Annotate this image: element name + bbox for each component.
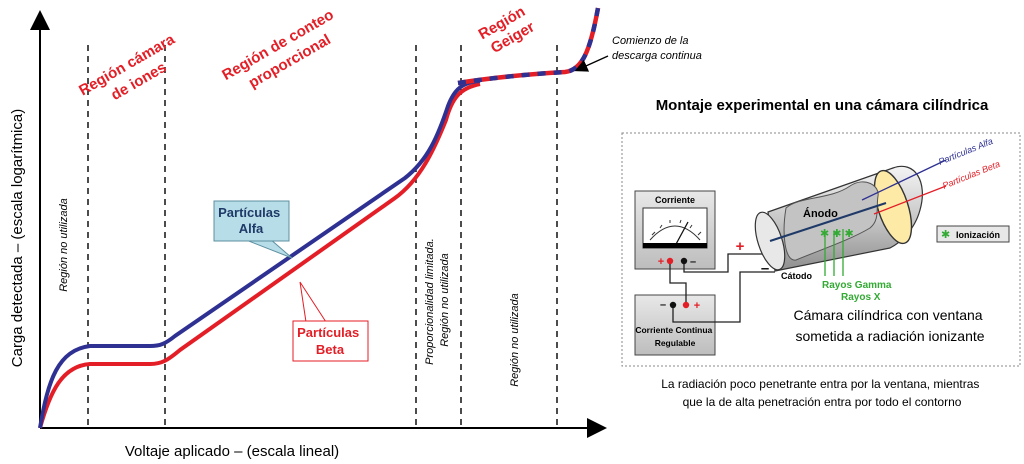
callout-beta: Partículas Beta xyxy=(292,281,369,362)
power-supply-line1: Corriente Continua xyxy=(635,325,712,335)
unused-region-limited-line2: Región no utilizada xyxy=(439,253,451,347)
anode-wire xyxy=(769,202,887,242)
discharge-arrow xyxy=(574,55,609,72)
ammeter-base xyxy=(643,243,707,248)
callout-beta-line1: Partículas xyxy=(297,325,359,340)
gamma-rays xyxy=(824,229,844,276)
beta-ray-label: Partículas Beta xyxy=(941,159,1001,191)
callout-alfa-text: Partículas Alfa xyxy=(218,205,284,236)
setup-title: Montaje experimental en una cámara cilín… xyxy=(656,97,989,114)
discharge-line1: Comienzo de la xyxy=(612,35,688,47)
power-supply-terminal-plus xyxy=(682,301,690,309)
callout-beta-line2: Beta xyxy=(316,342,345,357)
discharge-label: Comienzo de la descarga continua xyxy=(612,35,702,62)
setup-frame xyxy=(621,132,1021,367)
alpha-ray xyxy=(861,159,947,201)
power-supply-plus: + xyxy=(694,300,700,312)
region-geiger: Región Geiger xyxy=(476,1,541,59)
gamma-label: Rayos Gamma xyxy=(822,280,892,291)
ammeter-label: Corriente xyxy=(655,195,695,205)
power-supply-minus: – xyxy=(660,299,666,311)
setup-footer-line2: que la de alta penetración entra por tod… xyxy=(683,395,962,409)
alfa-curve xyxy=(38,79,481,429)
callout-alfa-line1: Partículas xyxy=(218,205,280,220)
ammeter-minus-right: – xyxy=(690,256,696,268)
ammeter-scale xyxy=(649,225,701,241)
callout-beta-pointer xyxy=(299,281,327,323)
setup-caption-line2: sometida a radiación ionizante xyxy=(795,328,984,344)
region-proportional: Región de conteo proporcional xyxy=(219,4,350,101)
wire-ammeter-supply xyxy=(669,264,687,302)
callout-alfa: Partículas Alfa xyxy=(213,200,293,259)
wire-supply-cathode xyxy=(672,271,775,323)
anode-plus: + xyxy=(736,238,745,255)
power-supply-line2: Regulable xyxy=(655,338,696,348)
ammeter-plus-left: + xyxy=(658,256,664,268)
ammeter-dial xyxy=(642,207,708,249)
unused-region-limited-line1: Proporcionalidad limitada. xyxy=(424,238,436,365)
beta-ray xyxy=(873,185,947,215)
discharge-line2: descarga continua xyxy=(612,50,702,62)
ionization-legend-marker: ✱ xyxy=(941,229,950,241)
callout-beta-text: Partículas Beta xyxy=(297,325,363,357)
cathode-minus: – xyxy=(761,260,769,277)
callout-alfa-line2: Alfa xyxy=(239,221,264,236)
ionization-legend-box xyxy=(936,225,1010,243)
alpha-ray-label: Partículas Alfa xyxy=(937,136,994,167)
unused-region-limited: Proporcionalidad limitada. Región no uti… xyxy=(424,235,451,365)
unused-region-last: Región no utilizada xyxy=(509,293,521,387)
anode-label: Ánodo xyxy=(803,207,838,220)
ionization-legend: ✱ Ionización xyxy=(936,225,1010,243)
callout-alfa-box xyxy=(213,200,290,242)
beta-curve xyxy=(38,82,481,429)
setup-caption-line1: Cámara cilíndrica con ventana xyxy=(794,307,983,323)
power-supply: – + Corriente Continua Regulable xyxy=(634,294,716,356)
ammeter-ticks xyxy=(651,219,702,236)
ammeter-terminal-plus xyxy=(666,257,674,265)
experimental-setup: Montaje experimental en una cámara cilín… xyxy=(621,97,1021,409)
power-supply-label: Corriente Continua Regulable xyxy=(635,325,714,348)
y-axis-label: Carga detectada – (escala logarítmica) xyxy=(9,109,26,367)
x-axis-label: Voltaje aplicado – (escala lineal) xyxy=(125,443,339,460)
geiger-plateau-alfa xyxy=(457,7,601,86)
region-ion-chamber: Región cámara de iones xyxy=(76,29,191,117)
ionization-marks: ✱ ✱ ✱ xyxy=(820,228,854,240)
cathode-label: Cátodo xyxy=(781,271,812,281)
setup-footer-line1: La radiación poco penetrante entra por l… xyxy=(661,377,979,391)
cylinder-chamber: Ánodo Cátodo xyxy=(754,165,923,281)
setup-caption: Cámara cilíndrica con ventana sometida a… xyxy=(794,307,987,344)
ammeter: Corriente + – xyxy=(634,190,716,270)
power-supply-body xyxy=(634,294,716,356)
region-chart: Región cámara de iones Región de conteo … xyxy=(9,1,702,460)
setup-footer: La radiación poco penetrante entra por l… xyxy=(661,377,983,409)
power-supply-terminal-minus xyxy=(669,301,677,309)
ammeter-needle xyxy=(674,221,689,247)
ionization-legend-label: Ionización xyxy=(956,230,1000,240)
unused-region-first: Región no utilizada xyxy=(58,198,70,292)
callout-beta-box xyxy=(292,320,369,362)
ammeter-terminal-minus xyxy=(680,257,688,265)
xray-label: Rayos X xyxy=(841,292,881,303)
